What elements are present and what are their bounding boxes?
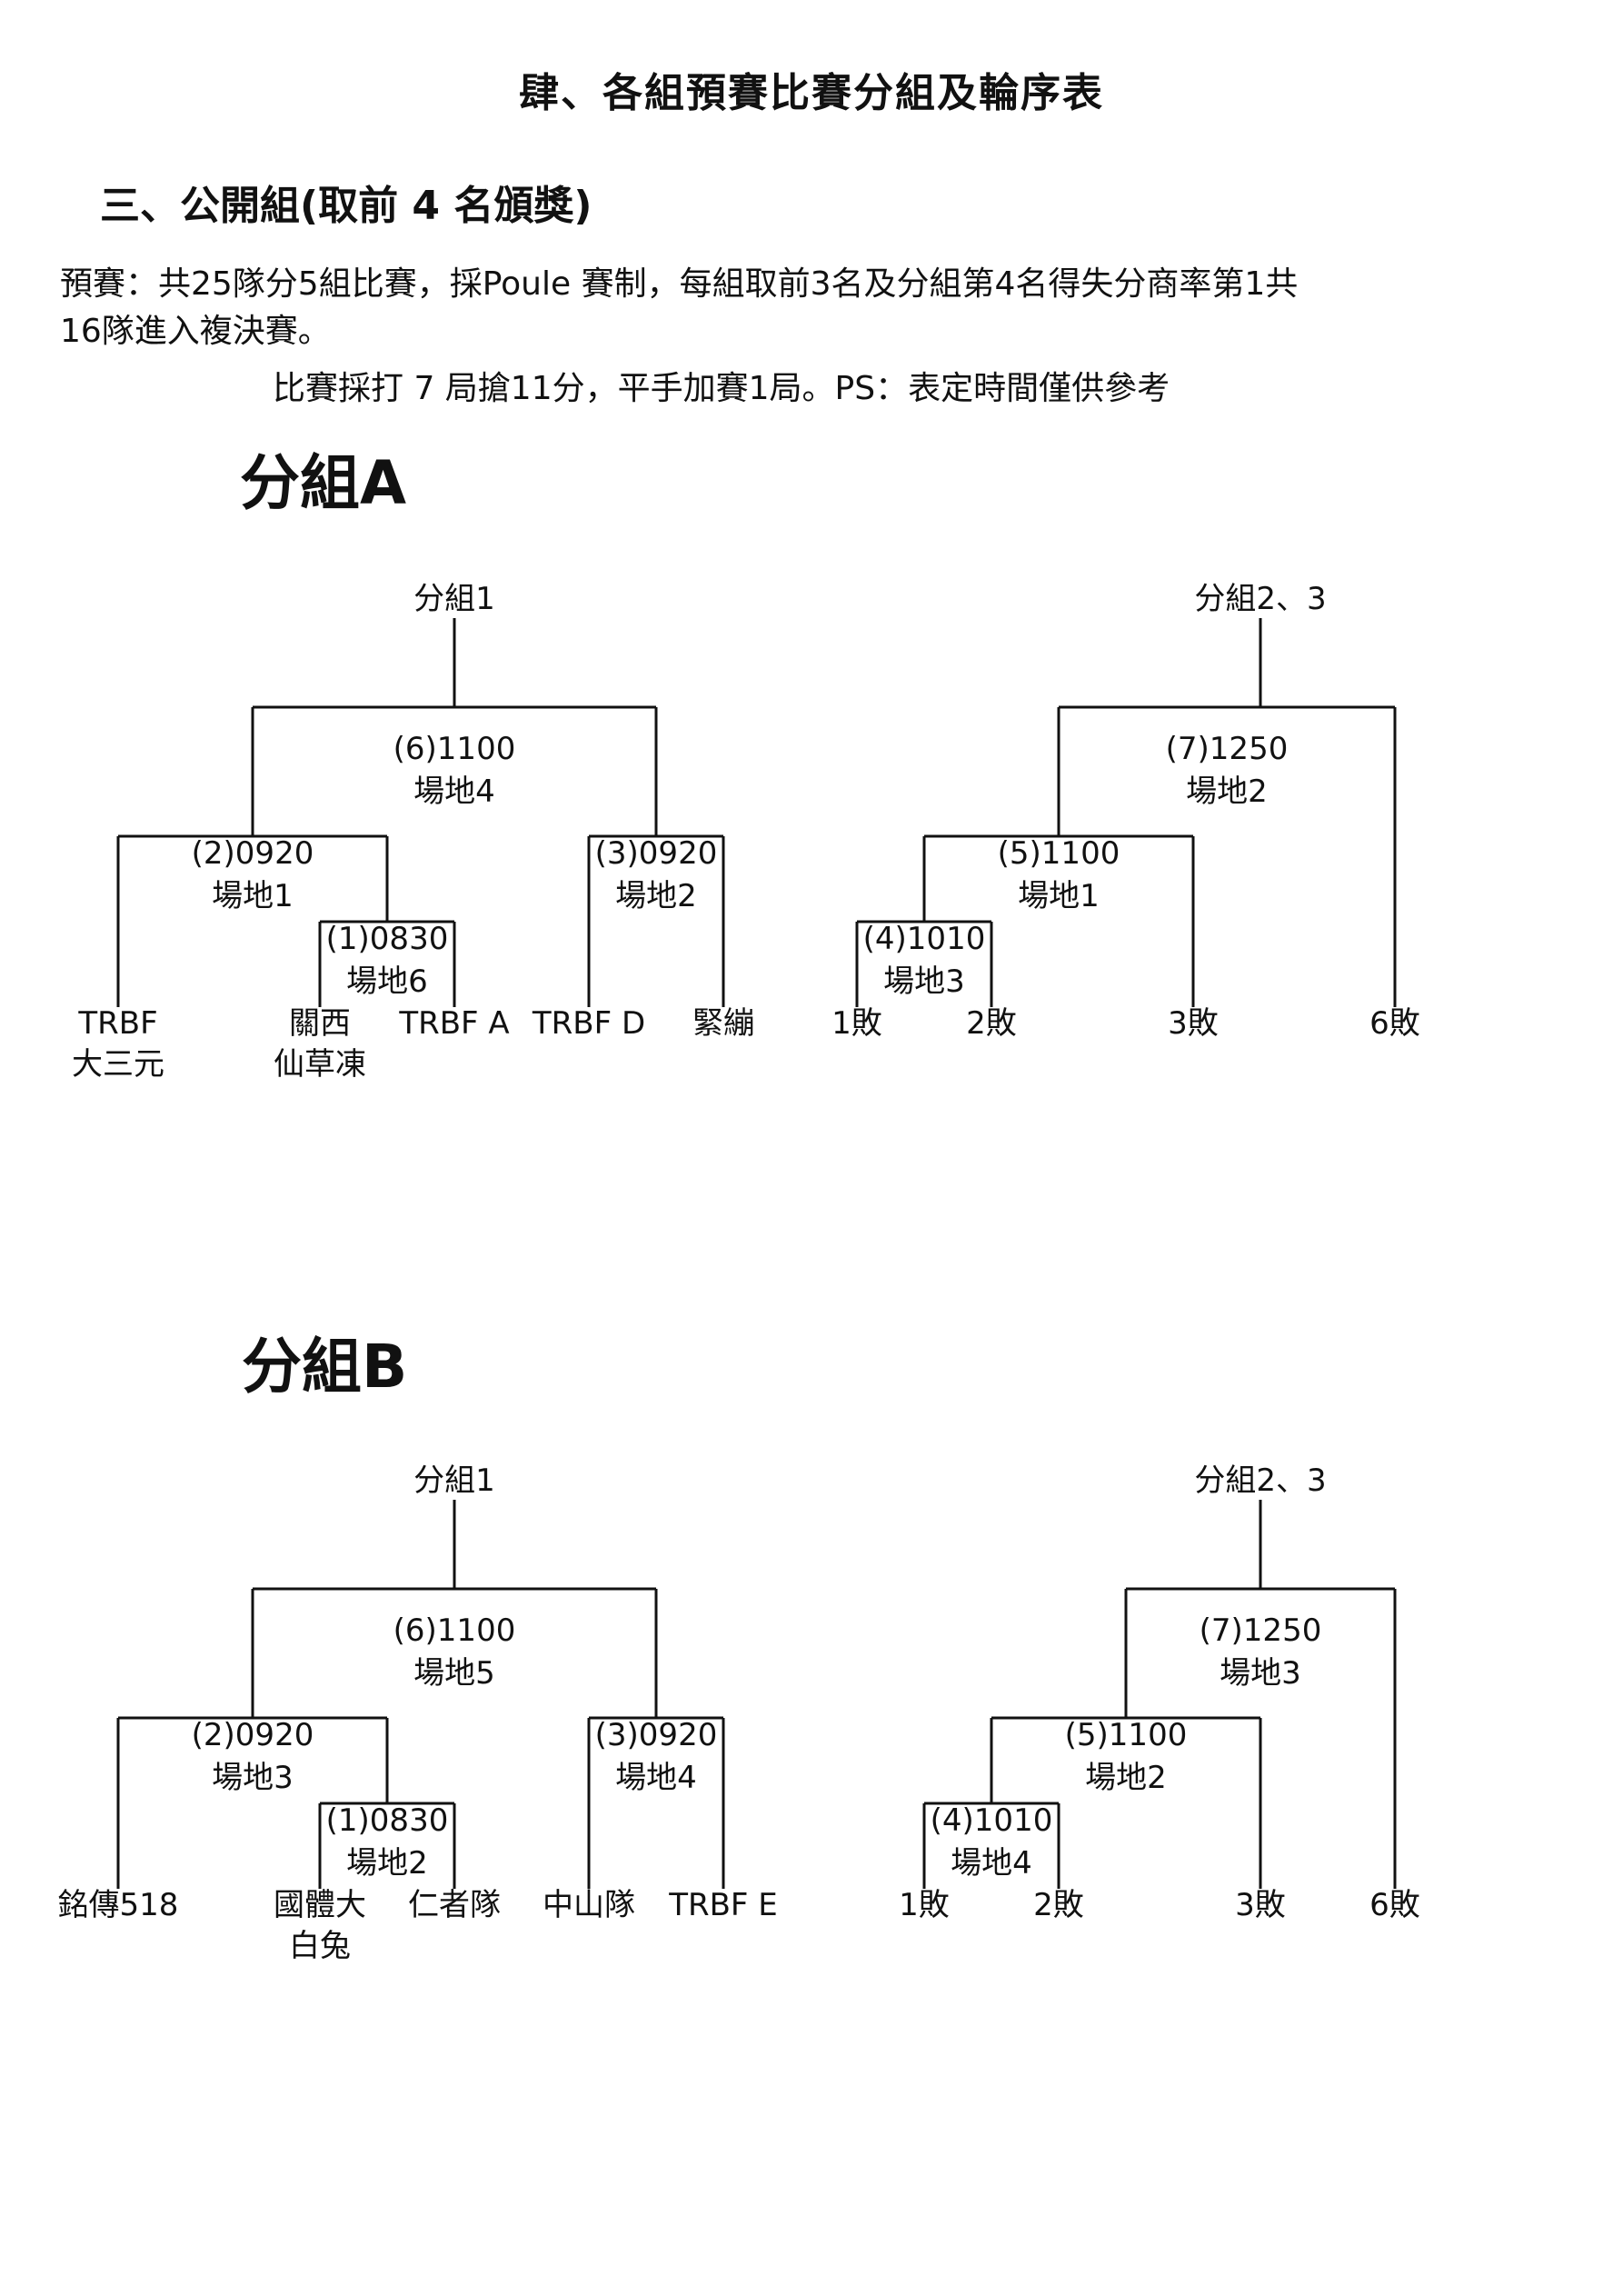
group-b-team-2-line2: 白兔 xyxy=(289,1928,351,1964)
group-b-p-first-court: 場地4 xyxy=(951,1845,1032,1882)
group-b-w-inner-court: 場地2 xyxy=(346,1845,428,1882)
group-a-p-heading: 分組2、3 xyxy=(1194,581,1326,617)
group-a-team-3: TRBF A xyxy=(398,1005,509,1042)
group-b-p-heading: 分組2、3 xyxy=(1194,1462,1326,1499)
group-b-team-1: 銘傳518 xyxy=(58,1887,179,1923)
group-a-w-right-court: 場地2 xyxy=(615,878,697,914)
group-a-bracket: 分組1 (6)1100 場地4 (2)0920 場地1 (1)0830 場地6 … xyxy=(72,581,1420,1083)
group-b-p-entry-3: 3敗 xyxy=(1235,1887,1286,1923)
group-a-p-final-court: 場地2 xyxy=(1186,774,1268,810)
group-b-team-3: 仁者隊 xyxy=(408,1887,501,1923)
group-b-team-4: 中山隊 xyxy=(543,1887,635,1923)
description-line-3: 比賽採打 7 局搶11分，平手加賽1局。PS：表定時間僅供參考 xyxy=(273,370,1170,407)
group-b-title: 分組B xyxy=(242,1332,408,1402)
group-a-team-5: 緊繃 xyxy=(692,1005,754,1042)
group-a-w-final-court: 場地4 xyxy=(413,774,495,810)
group-b-team-2: 國體大 xyxy=(274,1887,366,1923)
group-a-w-inner-court: 場地6 xyxy=(346,963,428,1000)
group-a-team-2: 關西 xyxy=(289,1005,351,1042)
section-title: 三、公開組(取前 4 名頒獎) xyxy=(100,183,592,229)
group-b-w-final-time: (6)1100 xyxy=(393,1612,516,1649)
group-b-w-left-court: 場地3 xyxy=(212,1760,294,1796)
group-b-p-entry-4: 6敗 xyxy=(1369,1887,1420,1923)
group-a-title: 分組A xyxy=(240,448,407,518)
group-a-team-1: TRBF xyxy=(77,1005,157,1042)
group-a-p-entry-4: 6敗 xyxy=(1369,1005,1420,1042)
group-b-w-final-court: 場地5 xyxy=(413,1655,495,1692)
description-line-1: 預賽：共25隊分5組比賽，採Poule 賽制，每組取前3名及分組第4名得失分商率… xyxy=(60,265,1299,303)
group-a-p-first-court: 場地3 xyxy=(883,963,965,1000)
group-b-p-entry-2: 2敗 xyxy=(1033,1887,1084,1923)
group-b-p-first-time: (4)1010 xyxy=(931,1802,1053,1839)
group-b-p-mid-court: 場地2 xyxy=(1085,1760,1167,1796)
page-title: 肆、各組預賽比賽分組及輪序表 xyxy=(519,70,1104,116)
group-a-p-mid-time: (5)1100 xyxy=(998,835,1120,872)
group-a-w-left-court: 場地1 xyxy=(212,878,294,914)
group-a-p-entry-3: 3敗 xyxy=(1168,1005,1219,1042)
group-a-team-2-line2: 仙草凍 xyxy=(274,1046,366,1083)
group-b-w-right-court: 場地4 xyxy=(615,1760,697,1796)
group-a-w-right-time: (3)0920 xyxy=(595,835,718,872)
group-b-p-entry-1: 1敗 xyxy=(899,1887,950,1923)
group-b-team-5: TRBF E xyxy=(668,1887,778,1923)
group-a-w-inner-time: (1)0830 xyxy=(326,921,449,957)
group-a-team-1-line2: 大三元 xyxy=(72,1046,164,1083)
group-a-team-4: TRBF D xyxy=(532,1005,645,1042)
group-a-w-final-time: (6)1100 xyxy=(393,731,516,767)
group-b-w-heading: 分組1 xyxy=(413,1462,495,1499)
group-b-bracket: 分組1 (6)1100 場地5 (2)0920 場地3 (1)0830 場地2 … xyxy=(58,1462,1420,1964)
group-a-w-heading: 分組1 xyxy=(413,581,495,617)
group-b-w-left-time: (2)0920 xyxy=(192,1717,314,1753)
group-a-p-entry-1: 1敗 xyxy=(831,1005,882,1042)
group-a-p-first-time: (4)1010 xyxy=(863,921,986,957)
group-a-p-entry-2: 2敗 xyxy=(966,1005,1017,1042)
group-b-p-final-time: (7)1250 xyxy=(1200,1612,1322,1649)
group-a-p-final-time: (7)1250 xyxy=(1166,731,1289,767)
group-b-w-right-time: (3)0920 xyxy=(595,1717,718,1753)
description-line-2: 16隊進入複決賽。 xyxy=(60,313,331,350)
group-a-w-left-time: (2)0920 xyxy=(192,835,314,872)
group-a-p-mid-court: 場地1 xyxy=(1018,878,1100,914)
group-b-p-mid-time: (5)1100 xyxy=(1065,1717,1188,1753)
group-b-w-inner-time: (1)0830 xyxy=(326,1802,449,1839)
group-b-p-final-court: 場地3 xyxy=(1220,1655,1301,1692)
